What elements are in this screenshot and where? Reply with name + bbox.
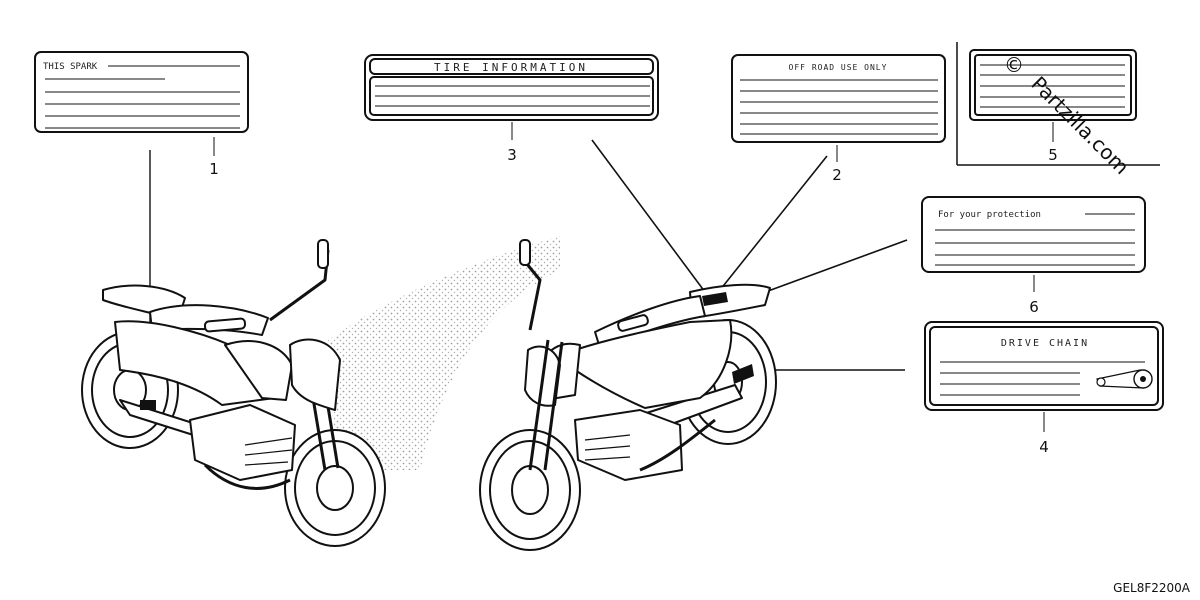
label-3-tire-information[interactable]: TIRE INFORMATION	[364, 54, 659, 121]
engine-left	[189, 404, 296, 481]
label-4-drive-chain[interactable]: DRIVE CHAIN	[924, 321, 1164, 411]
motorcycle-left	[81, 239, 386, 547]
label-2-title: OFF ROAD USE ONLY	[789, 63, 888, 72]
leader-6	[759, 239, 908, 295]
label-6-for-your-protection[interactable]: For your protection	[921, 196, 1146, 273]
label-1-this-spark[interactable]: THIS SPARK	[34, 51, 249, 133]
copyright-symbol: ©	[1004, 53, 1024, 77]
label-3-title: TIRE INFORMATION	[434, 61, 588, 74]
callout-2: 2	[832, 166, 842, 184]
callout-3: 3	[507, 146, 517, 164]
label-4-title: DRIVE CHAIN	[1001, 338, 1089, 349]
callout-1: 1	[209, 160, 219, 178]
label-6-title: For your protection	[938, 210, 1041, 220]
leader-2	[711, 155, 828, 301]
callout-4: 4	[1039, 438, 1049, 456]
callout-6: 6	[1029, 298, 1039, 316]
label-1-text: THIS SPARK	[43, 62, 98, 72]
label-5-inset[interactable]	[956, 42, 1160, 166]
engine-right	[574, 409, 683, 481]
motorcycle-right	[479, 239, 777, 551]
label-4-location	[732, 364, 754, 384]
chain-icon	[1096, 369, 1153, 389]
diagram-code: GEL8F2200A	[1113, 581, 1191, 595]
leader-3	[591, 139, 706, 293]
callout-5: 5	[1048, 146, 1058, 164]
label-2-off-road-use-only[interactable]: OFF ROAD USE ONLY	[731, 54, 946, 143]
label-1-location	[140, 400, 156, 410]
stipple-band	[318, 236, 560, 470]
label-3-location	[702, 292, 728, 306]
